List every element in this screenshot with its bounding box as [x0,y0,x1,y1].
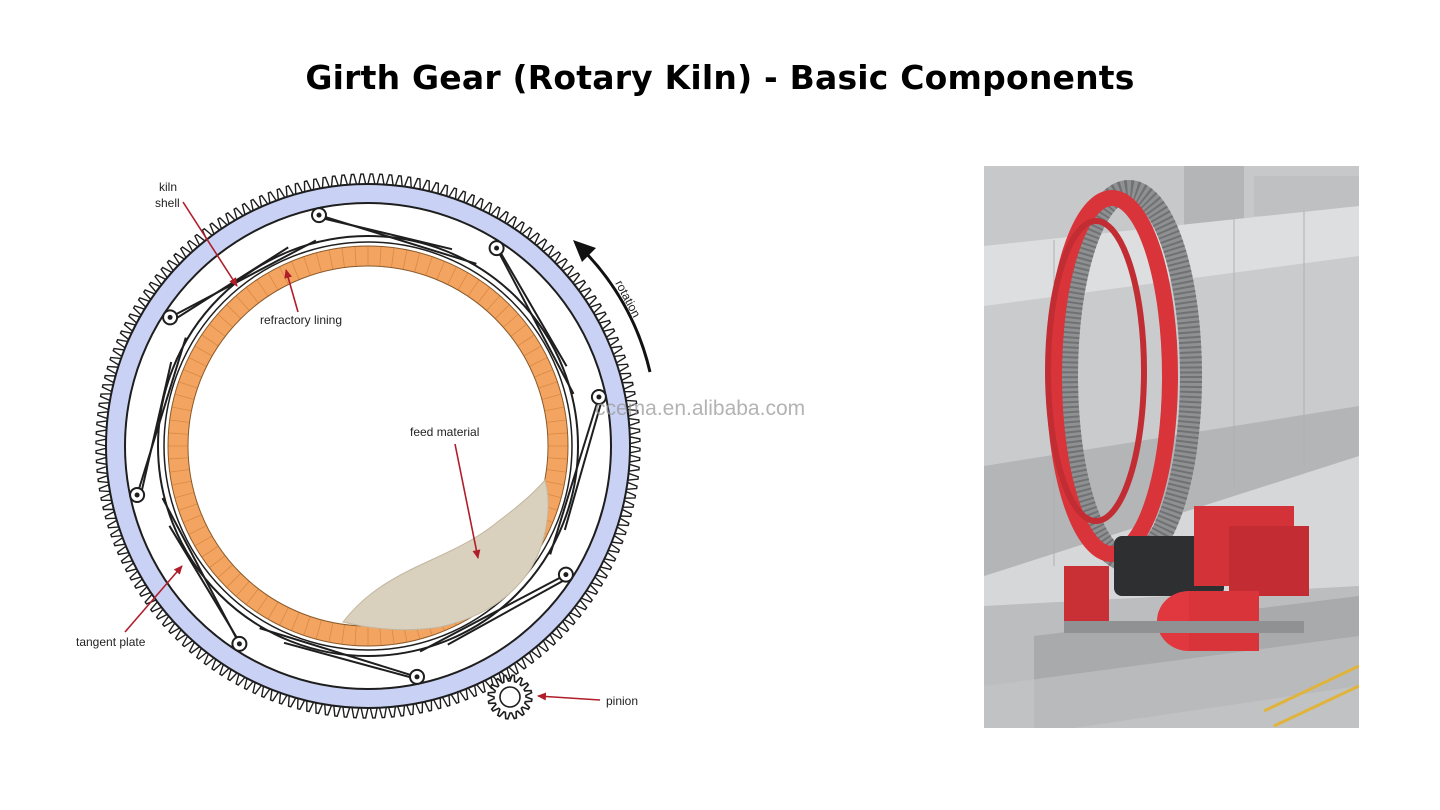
tangent-plate-label: tangent plate [76,635,146,649]
kiln-shell-label-line2: shell [155,196,180,210]
photo-illustration [984,166,1359,728]
tangent-plate-pin [163,310,177,324]
pinion-pointer [538,696,600,700]
pinion-gear [488,675,532,719]
girth-gear-photo [984,166,1359,728]
tangent-plate-pin [490,241,504,255]
tangent-plate-pin [232,637,246,651]
tangent-plate-pin [312,208,326,222]
rotation-label: rotation [612,278,643,320]
pinion-hub [500,687,520,707]
feed-material-label: feed material [410,425,479,439]
tangent-plate-pin [130,488,144,502]
tangent-plate-pin [410,670,424,684]
kiln-shell-label-line1: kiln [159,180,177,194]
watermark: ccema.en.alibaba.com [595,397,805,420]
pinion-label: pinion [606,694,638,708]
refractory-lining-label: refractory lining [260,313,342,327]
tangent-plate-pin [559,568,573,582]
